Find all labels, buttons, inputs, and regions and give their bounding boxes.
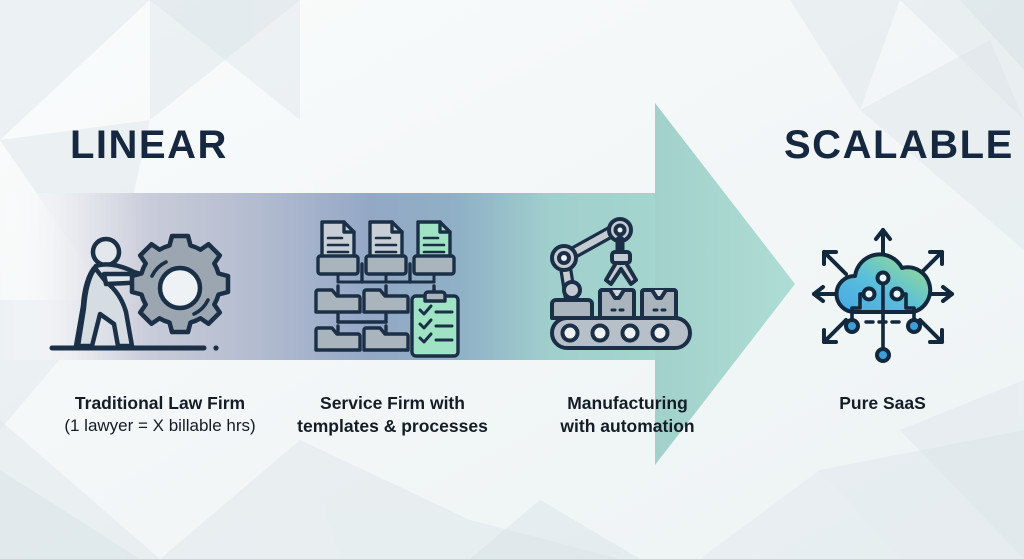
robot-arm-conveyor-icon <box>548 217 696 354</box>
caption-traditional-law-firm: Traditional Law Firm (1 lawyer = X billa… <box>30 392 290 438</box>
caption-line-1: Pure SaaS <box>839 393 926 413</box>
caption-pure-saas: Pure SaaS <box>770 392 995 415</box>
caption-line-1: Service Firm with <box>320 393 465 413</box>
person-pushing-gear-icon <box>48 228 238 356</box>
caption-line-2: with automation <box>560 416 695 437</box>
documents-folders-checklist-icon <box>310 216 462 358</box>
page-title-linear: LINEAR <box>70 123 228 167</box>
caption-line-1: Manufacturing <box>567 393 688 413</box>
page-title-scalable: SCALABLE <box>784 123 1014 167</box>
cloud-network-arrows-icon <box>808 222 958 363</box>
caption-line-2: (1 lawyer = X billable hrs) <box>64 416 256 436</box>
caption-manufacturing: Manufacturing with automation <box>525 392 730 438</box>
caption-service-firm: Service Firm with templates & processes <box>280 392 505 438</box>
caption-line-1: Traditional Law Firm <box>74 393 246 413</box>
caption-line-2: templates & processes <box>297 416 488 437</box>
